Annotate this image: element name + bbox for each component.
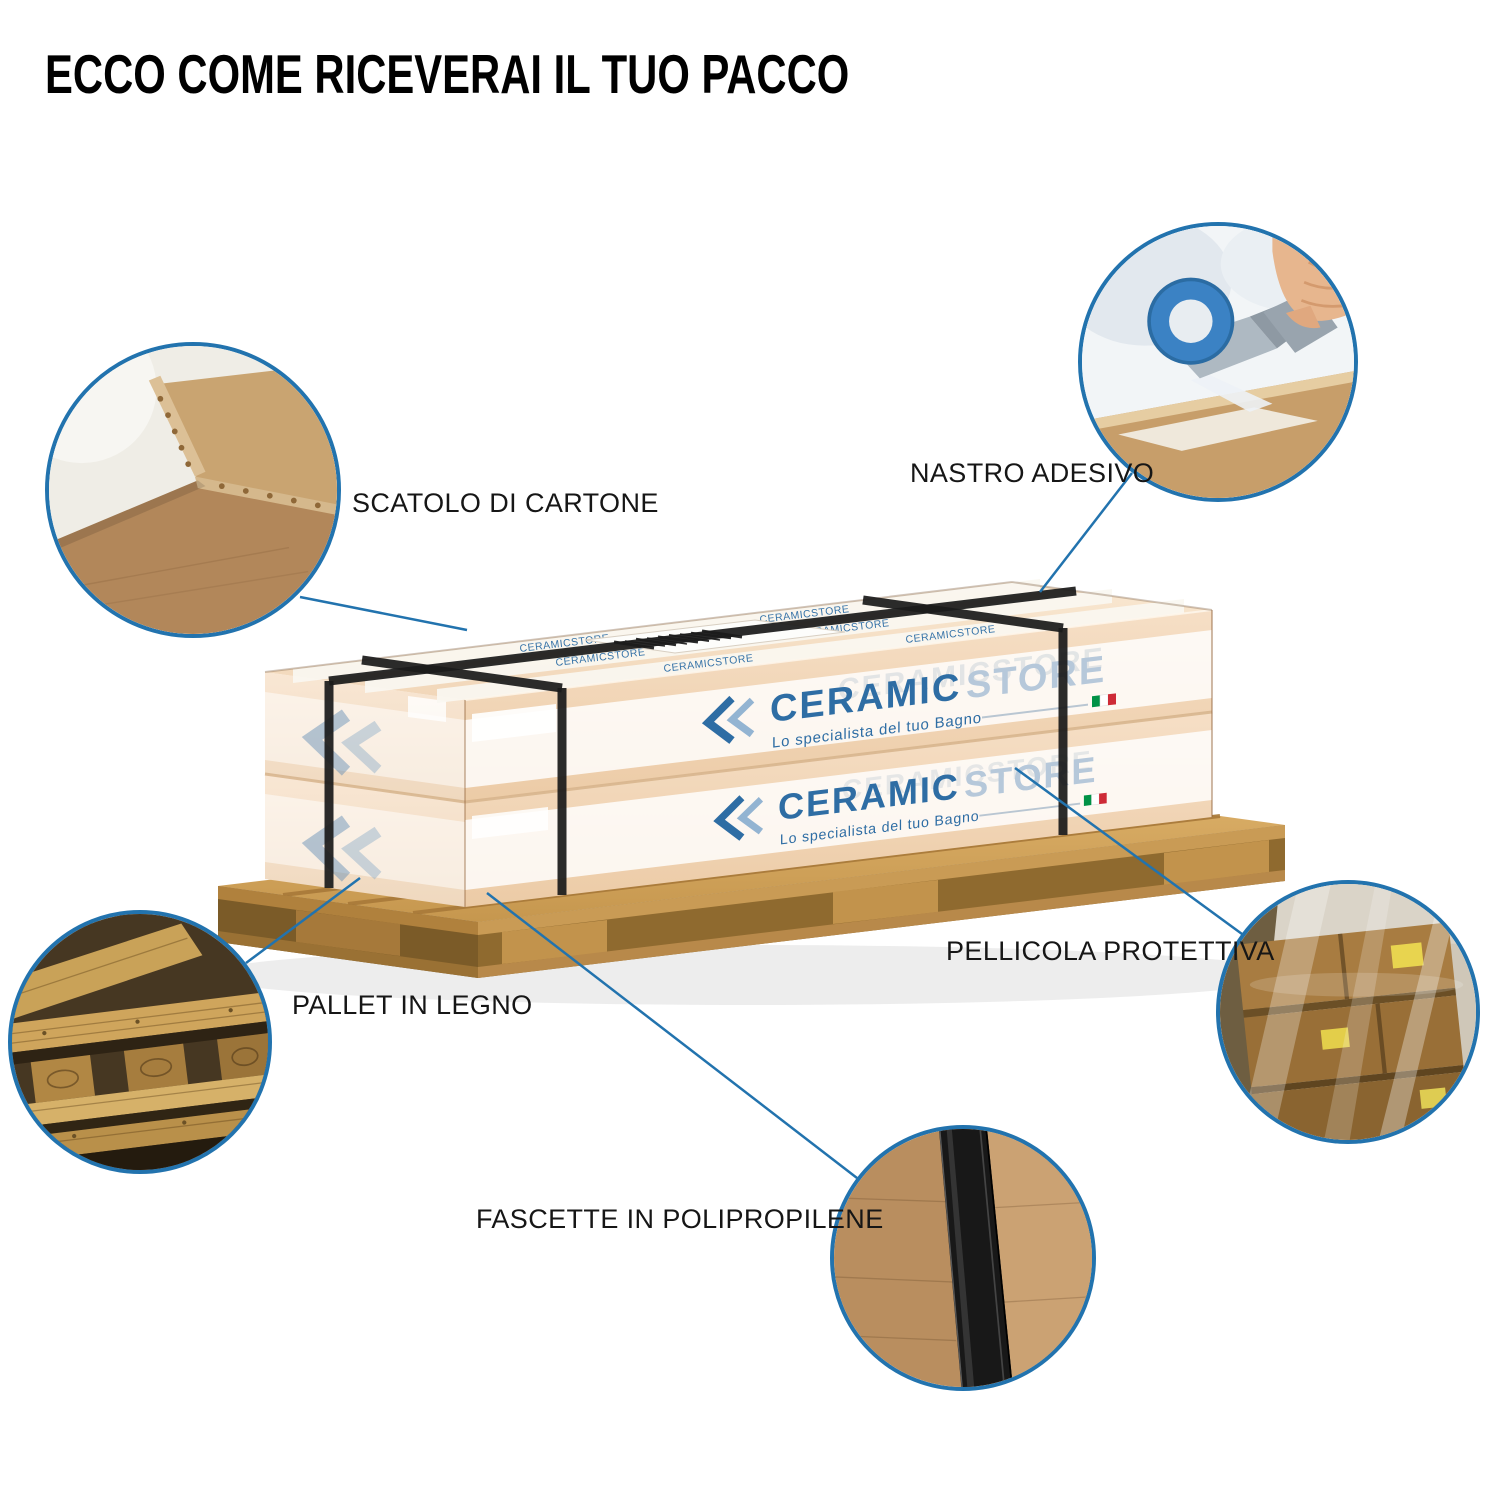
connector-straps bbox=[486, 892, 858, 1179]
tape-photo bbox=[1082, 226, 1354, 498]
callout-film-label: PELLICOLA PROTETTIVA bbox=[946, 936, 1275, 966]
film-photo bbox=[1220, 884, 1476, 1140]
connector-film bbox=[1014, 766, 1243, 936]
straps-photo bbox=[834, 1129, 1092, 1387]
italian-flag-icon bbox=[1092, 693, 1116, 708]
cardboard-photo bbox=[49, 346, 337, 634]
cardboard-box-graphic: CERAMICSTORE CERAMICSTORE CERAMIC STORE … bbox=[264, 579, 1213, 907]
callout-pallet-label: PALLET IN LEGNO bbox=[292, 990, 533, 1020]
film-photo-circle bbox=[1216, 880, 1480, 1144]
end-face-chevron-icon bbox=[301, 815, 382, 882]
strap-bands bbox=[324, 586, 1077, 895]
connector-pallet bbox=[245, 876, 361, 965]
callout-straps-label: FASCETTE IN POLIPROPILENE bbox=[476, 1204, 884, 1234]
connector-tape bbox=[1039, 472, 1133, 593]
end-face-chevron-icon bbox=[301, 709, 382, 776]
callout-tape-label: NASTRO ADESIVO bbox=[910, 458, 1155, 488]
cardboard-photo-circle bbox=[45, 342, 341, 638]
pallet-photo bbox=[12, 914, 268, 1170]
tape-photo-circle bbox=[1078, 222, 1358, 502]
italian-flag-icon bbox=[1083, 792, 1107, 806]
callout-cardboard-label: SCATOLO DI CARTONE bbox=[352, 488, 659, 518]
connector-cardboard bbox=[299, 595, 468, 632]
straps-photo-circle bbox=[830, 1125, 1096, 1391]
brand-chevron-icon bbox=[713, 795, 764, 841]
pallet-photo-circle bbox=[8, 910, 272, 1174]
brand-chevron-icon bbox=[701, 695, 755, 744]
connector-lines bbox=[245, 472, 1243, 1179]
page-title: ECCO COME RICEVERAI IL TUO PACCO bbox=[45, 43, 850, 105]
